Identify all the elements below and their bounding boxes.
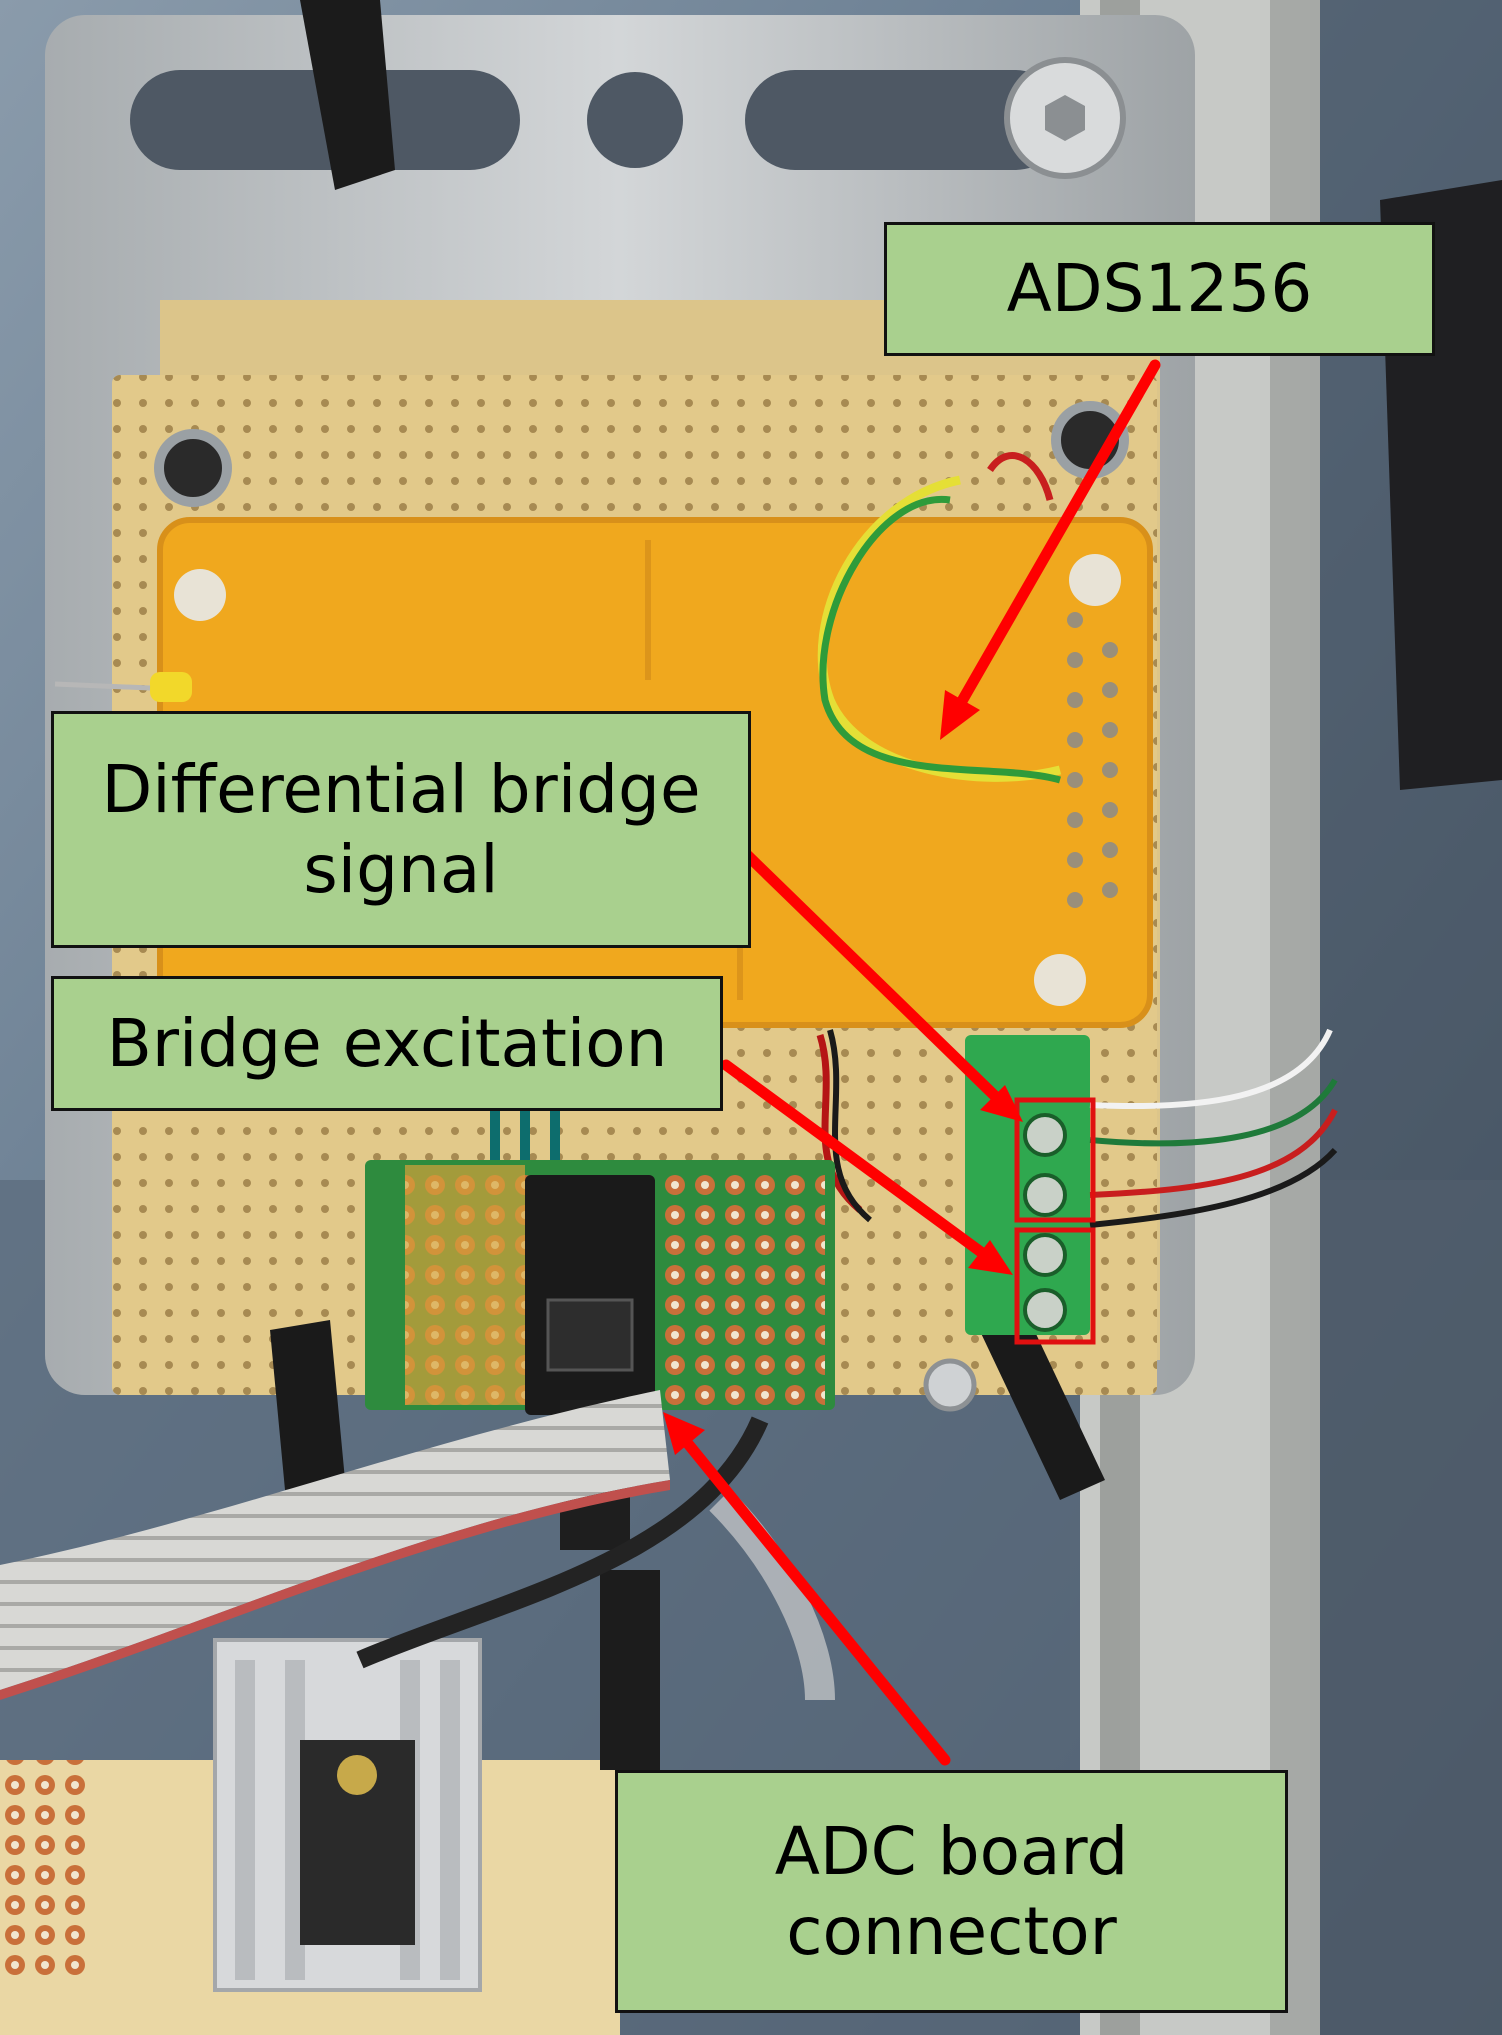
mount-hole: [174, 569, 226, 621]
twisted-wire: [817, 475, 1062, 782]
standoff: [270, 1320, 345, 1490]
excitation-arrow: [720, 1059, 991, 1261]
slot-round: [587, 72, 683, 168]
signal-highlight-box: [1014, 1097, 1096, 1223]
excitation-arrow-head: [968, 1240, 1013, 1275]
label-bridge-excitation: Bridge excitation: [51, 976, 723, 1111]
annotation-arrows: [663, 359, 1161, 1766]
ribbon-cable: [0, 1390, 670, 1690]
kapton-tape: [405, 1165, 525, 1405]
signal-arrow: [734, 842, 1003, 1104]
cable-tie: [300, 0, 395, 190]
black-standoff-bottom: [600, 1570, 660, 1770]
pin-header: [1067, 612, 1118, 908]
mount-hole: [1034, 954, 1086, 1006]
standoff-nut: [154, 429, 232, 507]
idc-connector: [525, 1175, 655, 1415]
connector-arrow-head: [663, 1412, 705, 1455]
label-ads1256: ADS1256: [884, 222, 1435, 356]
slot-right: [745, 70, 1065, 170]
ads-arrow-head: [940, 690, 980, 740]
connector-arrow: [679, 1434, 951, 1766]
label-differential-bridge-signal: Differential bridge signal: [51, 711, 751, 948]
capacitor: [150, 672, 192, 702]
ads-arrow: [952, 359, 1161, 714]
label-adc-board-connector: ADC board connector: [615, 1770, 1288, 2013]
standoff: [970, 1300, 1105, 1500]
excitation-highlight-box: [1014, 1227, 1096, 1345]
black-cable: [356, 1416, 769, 1669]
mount-hole: [1069, 554, 1121, 606]
signal-arrow-head: [980, 1085, 1023, 1122]
